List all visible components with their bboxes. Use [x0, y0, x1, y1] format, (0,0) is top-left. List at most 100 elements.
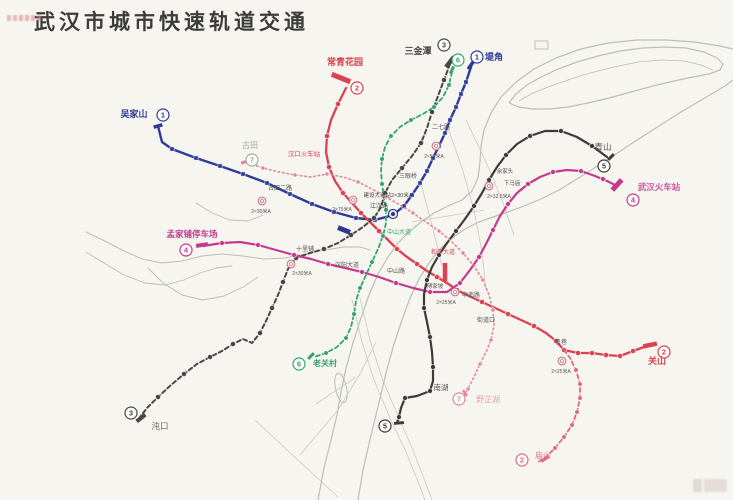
map-label: 余家头 — [497, 167, 514, 175]
station-dot-line-4 — [490, 227, 496, 233]
station-dot-line-2-branch — [574, 409, 580, 415]
crossover-marker-inner — [288, 261, 293, 266]
page-title: 武汉市城市快速轨道交通 — [34, 11, 309, 34]
station-dot-line-4 — [427, 289, 433, 295]
station-dot-line-2-branch — [569, 422, 575, 428]
station-dot-line-2 — [434, 274, 440, 280]
road-path — [465, 119, 515, 236]
map-label: 武汉火车站 — [638, 182, 681, 192]
line-badge-2 — [515, 453, 529, 467]
crossover-marker-inner — [259, 198, 264, 203]
station-dot-line-5 — [503, 152, 509, 158]
station-dot-line-1 — [331, 209, 337, 215]
station-dot-line-3 — [155, 394, 161, 400]
station-dot-line-1 — [169, 146, 175, 152]
crossover-label: 2×50米A — [424, 153, 444, 160]
station-dot-line-2-branch — [577, 381, 583, 387]
station-dot-line-4 — [219, 240, 225, 246]
map-label: 老关村 — [312, 358, 337, 368]
station-dot-line-2 — [376, 228, 382, 234]
terminal-bar — [442, 263, 448, 281]
line-badge-number-6: 6 — [297, 360, 301, 369]
station-dot-line-1 — [353, 215, 359, 221]
station-dot-line-6 — [383, 207, 389, 213]
line-badge-number-7: 7 — [457, 395, 461, 404]
station-dot-line-7 — [383, 194, 389, 200]
station-dot-line-5 — [427, 334, 433, 340]
station-dot-line-1 — [409, 192, 415, 198]
station-dot-line-3 — [207, 354, 213, 360]
line-badge-number-1: 1 — [161, 111, 165, 120]
station-dot-line-3 — [230, 341, 236, 347]
station-dot-line-2 — [326, 164, 332, 170]
station-dot-line-2 — [553, 338, 559, 344]
station-dot-line-6 — [343, 335, 349, 341]
crossover-marker-inner — [560, 358, 565, 363]
logo-watermark — [693, 479, 727, 492]
station-dot-line-2-branch — [577, 395, 583, 401]
map-label: 沌口 — [151, 421, 168, 431]
crossover-marker-inner — [486, 183, 491, 188]
line-badge-number-2: 2 — [355, 84, 359, 93]
terminal-bar — [135, 413, 147, 423]
terminal-bar — [307, 352, 315, 360]
station-dot-line-2 — [575, 350, 581, 356]
river-path — [317, 39, 733, 500]
road-path — [447, 127, 487, 291]
station-dot-line-1 — [447, 117, 453, 123]
map-label: 江汉路 — [370, 202, 388, 210]
terminal-bar — [466, 59, 476, 71]
station-dot-line-2 — [603, 352, 609, 358]
station-dot-line-2-branch — [573, 367, 579, 373]
river-path — [85, 251, 233, 286]
station-dot-line-5 — [402, 395, 408, 401]
line-badge-number-2: 2 — [520, 456, 524, 465]
station-dot-line-2 — [358, 210, 364, 216]
station-dot-line-3 — [399, 165, 405, 171]
line-badge-5 — [597, 159, 611, 173]
crossover-marker-inner — [433, 143, 438, 148]
line-badge-number-4: 4 — [631, 196, 636, 205]
terminal-bar — [153, 123, 163, 129]
station-dot-line-3 — [181, 371, 187, 377]
map-label: 中山大道 — [387, 228, 411, 236]
station-dot-line-5 — [427, 388, 433, 394]
station-dot-line-5 — [436, 252, 442, 258]
line-badge-2 — [657, 345, 671, 359]
road-path — [299, 341, 377, 456]
map-label: 鲁巷 — [555, 338, 567, 346]
station-dot-line-4 — [325, 261, 331, 267]
terminal-bar — [393, 421, 405, 425]
metro-line-2-branch — [537, 349, 581, 463]
station-dot-line-6 — [351, 311, 357, 317]
terminal-bar — [607, 153, 615, 161]
map-label: 古田 — [242, 140, 258, 150]
map-label: 傅家坡 — [427, 282, 444, 290]
station-dot-line-7 — [488, 337, 494, 343]
line-badge-5 — [378, 419, 392, 433]
terminal-bar — [448, 65, 456, 75]
station-dot-line-6 — [379, 181, 385, 187]
line-badge-number-6: 6 — [456, 56, 460, 65]
station-dot-line-4 — [578, 168, 584, 174]
station-dot-line-3 — [257, 330, 263, 336]
station-dot-line-5 — [589, 143, 595, 149]
map-label: 二七路 — [432, 123, 450, 131]
map-label: 野芷湖 — [476, 394, 500, 404]
station-dot-line-6 — [408, 117, 414, 123]
river-path — [357, 79, 733, 500]
station-dot-line-5 — [424, 277, 430, 283]
island-notch — [534, 40, 549, 50]
map-label: 建设大道站2×30米A — [363, 191, 412, 199]
station-dot-line-5 — [421, 305, 427, 311]
map-label: 庙山 — [535, 450, 551, 460]
river-path — [147, 267, 259, 301]
road-path — [315, 376, 357, 405]
station-dot-line-4 — [255, 242, 261, 248]
map-label: 汉口火车站 — [288, 149, 321, 158]
line-badge-number-5: 5 — [383, 422, 387, 431]
station-dot-line-7 — [324, 171, 330, 177]
crossover-label: 2×30米A — [292, 270, 312, 277]
